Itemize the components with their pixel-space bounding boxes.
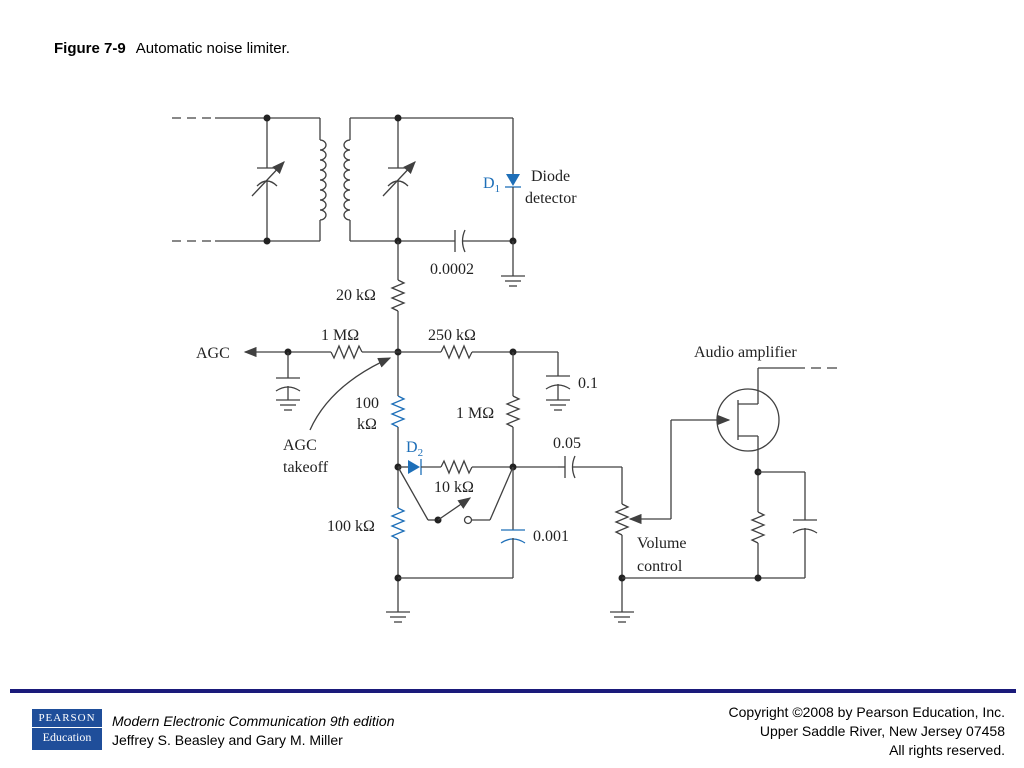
pearson-logo: PEARSON Education [32, 709, 102, 750]
book-info: Modern Electronic Communication 9th edit… [112, 712, 394, 750]
cap-0001-label: 0.001 [533, 528, 569, 545]
r-250k-label: 250 kΩ [428, 327, 476, 344]
r-100k-label-unit: kΩ [357, 416, 377, 433]
logo-top-text: PEARSON [38, 712, 96, 724]
filter-network [243, 241, 571, 623]
d1-label: D1 [483, 175, 500, 195]
r-20k-label: 20 kΩ [336, 287, 376, 304]
cap-0002-label: 0.0002 [430, 261, 474, 278]
copyright-line-3: All rights reserved. [889, 742, 1005, 758]
volume-control-label-2: control [637, 558, 683, 575]
audio-amplifier-label: Audio amplifier [694, 344, 797, 361]
footer-divider [10, 689, 1016, 693]
book-authors: Jeffrey S. Beasley and Gary M. Miller [112, 732, 343, 748]
copyright-line-2: Upper Saddle River, New Jersey 07458 [759, 723, 1005, 739]
figure-caption: Figure 7-9 Automatic noise limiter. [54, 40, 290, 57]
detector-tank-circuit [343, 114, 525, 287]
d2-label: D2 [406, 439, 423, 459]
cap-01-label: 0.1 [578, 375, 598, 392]
noise-limiter-schematic: D1 Diode detector 0.0002 20 kΩ 1 MΩ 250 … [172, 114, 842, 623]
volume-control-label: Volume [637, 535, 686, 552]
r-100k-lower-label: 100 kΩ [327, 518, 375, 535]
agc-takeoff-label-2: takeoff [283, 459, 329, 476]
r-1m-label: 1 MΩ [456, 405, 494, 422]
input-tank-circuit [172, 114, 327, 245]
copyright-line-1: Copyright ©2008 by Pearson Education, In… [728, 704, 1005, 720]
figure-number: Figure 7-9 [54, 40, 126, 57]
copyright-notice: Copyright ©2008 by Pearson Education, In… [729, 703, 1005, 760]
cap-005-label: 0.05 [553, 435, 581, 452]
figure-title: Automatic noise limiter. [135, 40, 290, 57]
diode-detector-label: Diode [531, 168, 570, 185]
agc-takeoff-label: AGC [283, 437, 317, 454]
diode-detector-label-2: detector [525, 190, 577, 207]
agc-label: AGC [196, 345, 230, 362]
book-title: Modern Electronic Communication 9th edit… [112, 713, 395, 729]
r-100k-label: 100 [355, 395, 379, 412]
r-1m-agc-label: 1 MΩ [321, 327, 359, 344]
logo-bottom-text: Education [32, 727, 102, 745]
audio-output-stage [558, 367, 842, 623]
r-10k-label: 10 kΩ [434, 479, 474, 496]
